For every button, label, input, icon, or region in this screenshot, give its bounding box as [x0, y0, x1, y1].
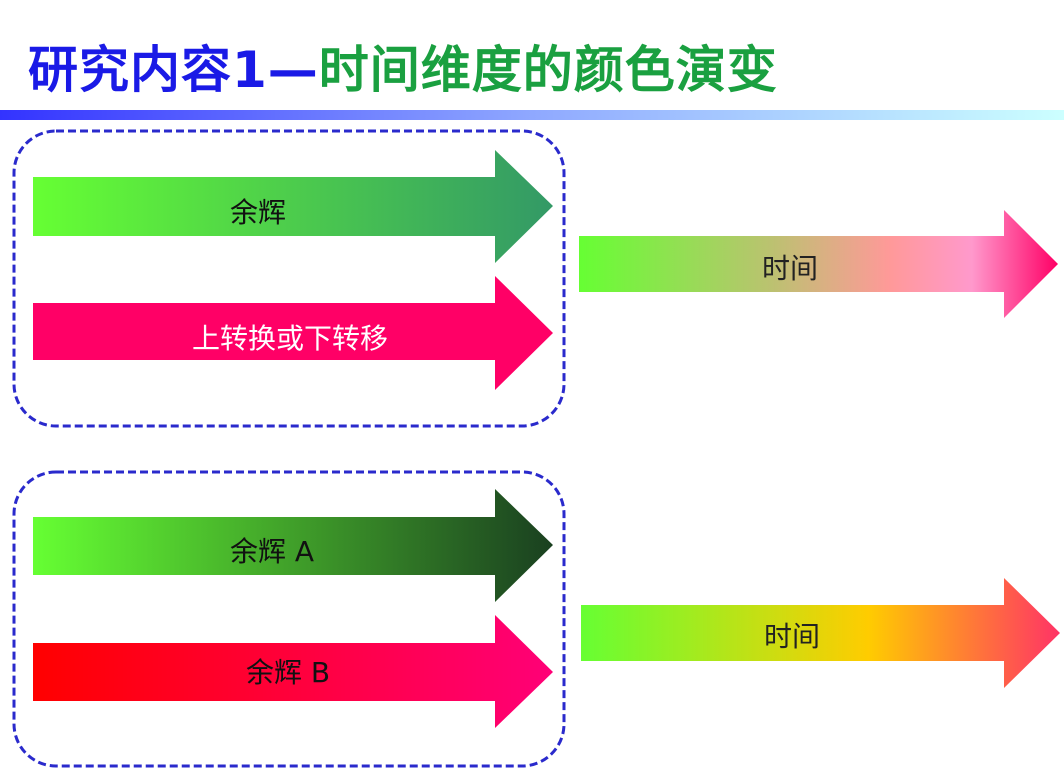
group-box-1 [12, 129, 566, 428]
upconversion-arrow [33, 276, 553, 390]
title-part-2: 时间维度的颜色演变 [318, 41, 778, 99]
afterglow-a-label: 余辉 A [229, 535, 315, 568]
time-label-2: 时间 [763, 620, 821, 653]
afterglow-arrow [33, 150, 553, 263]
group-box-2 [12, 470, 566, 768]
time-label-1: 时间 [761, 252, 819, 285]
afterglow-b-label: 余辉 B [245, 656, 331, 689]
time-arrow-1 [579, 210, 1058, 318]
time-arrow-2 [581, 578, 1060, 688]
afterglow-a-arrow [33, 489, 553, 602]
upconversion-label: 上转换或下转移 [191, 322, 389, 355]
afterglow-b-arrow [33, 615, 553, 728]
afterglow-label: 余辉 [229, 196, 287, 229]
title-underline-bar [0, 110, 1064, 120]
slide-title: 研究内容1—时间维度的颜色演变 [28, 30, 778, 102]
title-part-1: 研究内容1— [28, 41, 319, 99]
